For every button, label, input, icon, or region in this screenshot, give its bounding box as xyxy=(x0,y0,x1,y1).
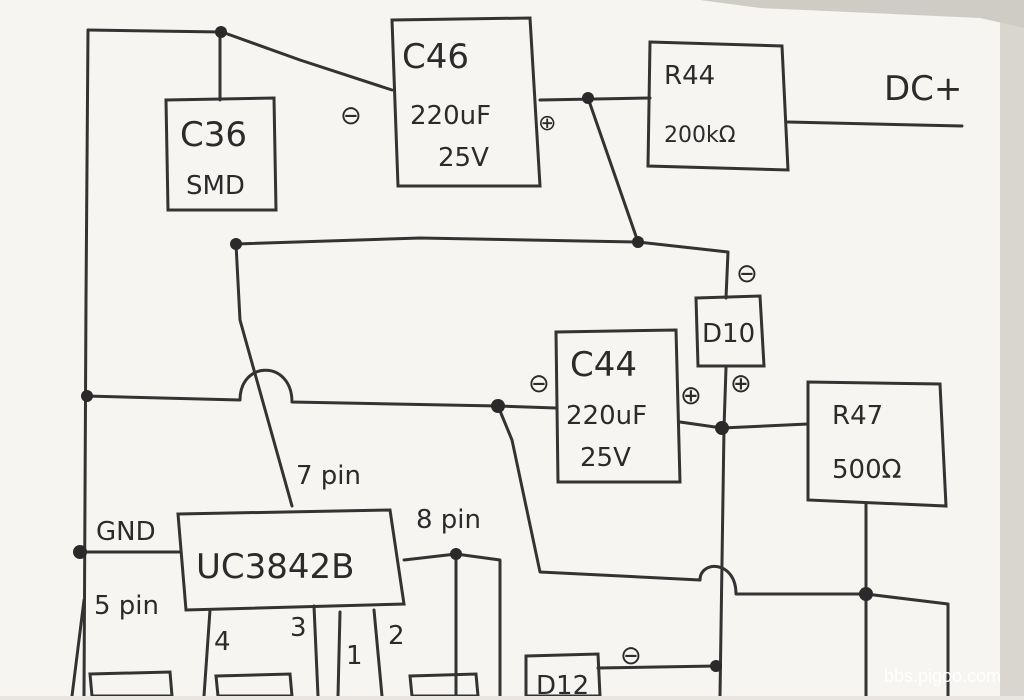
c44-plus-icon: ⊕ xyxy=(680,381,702,411)
d12-minus-icon: ⊖ xyxy=(620,641,642,671)
wire-left-rail xyxy=(82,28,90,698)
r47-box xyxy=(806,380,948,508)
d12-ref: D12 xyxy=(536,671,589,696)
d10-plus-icon: ⊕ xyxy=(730,369,752,399)
watermark: bbs.pigoo.com xyxy=(884,666,1001,686)
r44-ref: R44 xyxy=(664,61,715,91)
c36-package: SMD xyxy=(186,171,245,201)
r44-box xyxy=(646,40,790,172)
paper-edge xyxy=(1000,0,1024,696)
component-boxes xyxy=(88,16,948,698)
pin1-label: 1 xyxy=(346,641,363,671)
junction-dot xyxy=(715,421,729,435)
ic-ref: UC3842B xyxy=(196,547,354,587)
wire-c46-r44 xyxy=(538,96,652,102)
junction-dot xyxy=(491,399,505,413)
wire-lower xyxy=(496,404,950,698)
c44-box xyxy=(554,328,682,484)
wire-pin4 xyxy=(202,608,212,698)
junction-dot xyxy=(582,92,594,104)
c44-minus-icon: ⊖ xyxy=(528,369,550,399)
pin4-label: 4 xyxy=(214,627,231,657)
c44-value: 220uF xyxy=(566,401,647,431)
wire-left-bottom xyxy=(70,598,86,698)
c44-ref: C44 xyxy=(570,345,637,385)
wire-middle xyxy=(84,368,558,410)
pin8-label: 8 pin xyxy=(416,505,481,535)
wire-pin8b xyxy=(454,552,502,698)
pin3-label: 3 xyxy=(290,613,307,643)
wire-d12 xyxy=(596,664,718,670)
c46-minus-icon: ⊖ xyxy=(340,101,362,131)
wire-pin2 xyxy=(372,608,384,698)
junction-dot xyxy=(450,548,462,560)
wire-dc-plus xyxy=(786,120,964,128)
pin7-label: 7 pin xyxy=(296,461,361,491)
junction-dot xyxy=(632,236,644,248)
wire-top xyxy=(86,28,394,92)
wire-pin1 xyxy=(336,610,342,698)
c36-ref: C36 xyxy=(180,115,247,155)
junction-dot xyxy=(230,238,242,250)
ic-box xyxy=(176,508,406,612)
d10-ref: D10 xyxy=(702,319,755,349)
d10-minus-icon: ⊖ xyxy=(736,259,758,289)
r44-value: 200kΩ xyxy=(664,123,736,148)
wire-to-pin7 xyxy=(234,242,294,508)
pin2-label: 2 xyxy=(388,621,405,651)
c44-voltage: 25V xyxy=(580,443,631,473)
c46-value: 220uF xyxy=(410,101,491,131)
junction-dot xyxy=(859,587,873,601)
junction-dot xyxy=(81,390,93,402)
gnd-label: GND xyxy=(96,517,156,547)
r47-ref: R47 xyxy=(832,401,883,431)
junctions xyxy=(73,26,873,672)
c46-ref: C46 xyxy=(402,37,469,77)
c46-plus-icon: ⊕ xyxy=(538,111,556,136)
dc-plus-label: DC+ xyxy=(884,69,962,109)
r47-value: 500Ω xyxy=(832,455,902,485)
paper-shadow xyxy=(700,0,1024,28)
wire-to-d10-node xyxy=(586,96,640,244)
junction-dot xyxy=(710,660,722,672)
wire-pin3 xyxy=(312,604,320,698)
c36-box xyxy=(164,96,278,212)
junction-dot xyxy=(73,545,87,559)
c46-box xyxy=(390,16,542,188)
junction-dot xyxy=(215,26,227,38)
d10-box xyxy=(694,294,766,368)
pin5-label: 5 pin xyxy=(94,591,159,621)
c46-voltage: 25V xyxy=(438,143,489,173)
